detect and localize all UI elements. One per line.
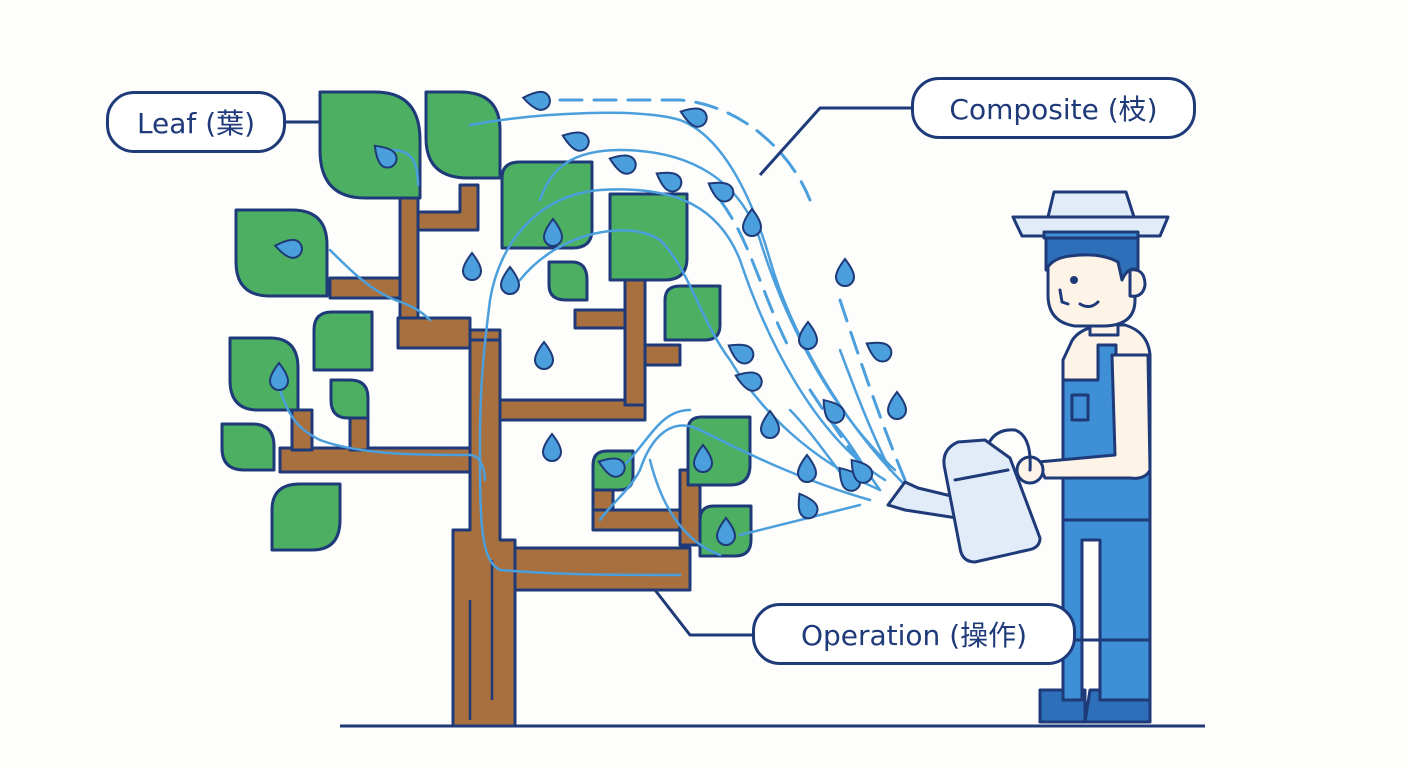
leaf-2 (424, 90, 502, 180)
watering-can (886, 428, 1042, 564)
leaf-9 (663, 284, 722, 342)
leader-composite (758, 106, 911, 177)
water-dashes (558, 98, 907, 482)
composite-label: Composite (枝) (911, 77, 1196, 139)
leader-lines (286, 106, 911, 637)
tree-trunk (451, 338, 517, 728)
leaf-10 (329, 378, 370, 420)
leaf-11 (220, 422, 276, 472)
leaf-6 (547, 260, 589, 302)
hat-crown (1046, 190, 1136, 219)
leaf-7 (312, 310, 374, 372)
leaf-label: Leaf (葉) (106, 91, 286, 153)
can-body (942, 438, 1042, 564)
leaf-1 (318, 90, 422, 200)
leaf-5 (608, 192, 689, 282)
leader-operation (653, 589, 752, 637)
operation-label: Operation (操作) (752, 603, 1076, 665)
water-streams (278, 111, 907, 577)
tree-leaves (220, 90, 753, 558)
leaf-8 (228, 336, 300, 412)
leaf-15 (270, 482, 342, 552)
